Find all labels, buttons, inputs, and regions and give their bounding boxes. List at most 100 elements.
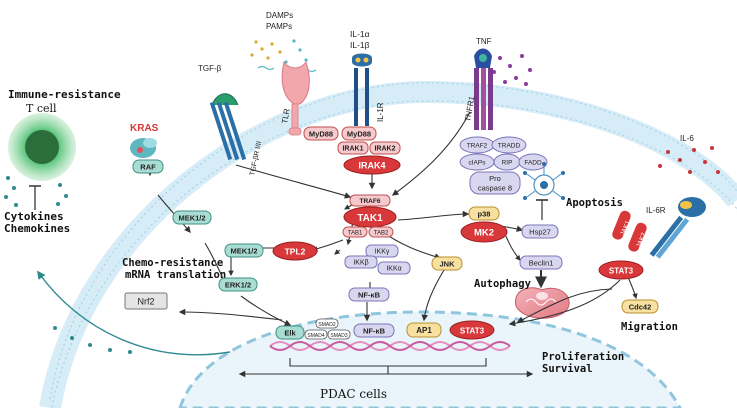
jnk-label: JNK bbox=[439, 260, 455, 269]
nuc-smad: SMAD2 SMAD4 SMAD3 bbox=[304, 318, 351, 340]
cdc42-label: Cdc42 bbox=[629, 303, 652, 312]
node-tak1: TAK1 bbox=[343, 206, 397, 228]
beclin1-label: Beclin1 bbox=[529, 259, 554, 268]
raf-label: RAF bbox=[140, 163, 156, 172]
il6-ligand: IL-6 bbox=[658, 134, 720, 174]
tgfb-ligand-label: TGF-β bbox=[198, 64, 222, 73]
pamps-label: PAMPs bbox=[266, 22, 292, 31]
il1a-label: IL-1α bbox=[350, 29, 370, 39]
signaling-arrows bbox=[147, 111, 638, 327]
migration-label: Migration bbox=[621, 321, 678, 333]
pro-label: Pro bbox=[489, 174, 501, 183]
mek-b-label: MEK1/2 bbox=[230, 247, 257, 256]
nuc-elk: Elk bbox=[275, 325, 305, 340]
irak1-label: IRAK1 bbox=[342, 146, 363, 153]
p38-label: p38 bbox=[478, 210, 491, 219]
caspase8-label: caspase 8 bbox=[478, 184, 512, 193]
autophagy-label: Autophagy bbox=[474, 278, 532, 290]
mek-a-label: MEK1/2 bbox=[178, 214, 205, 223]
pdac-cells-label: PDAC cells bbox=[320, 387, 387, 401]
node-traf6: TRAF6 bbox=[349, 194, 391, 207]
tlr-receptor: TLR bbox=[280, 60, 310, 136]
apoptotic-body bbox=[523, 162, 565, 200]
nuc-elk-label: Elk bbox=[284, 329, 296, 338]
tradd-label: TRADD bbox=[498, 143, 521, 150]
survival-label: Survival bbox=[542, 363, 593, 375]
hsp27-inhibition bbox=[536, 199, 548, 220]
tnfr1-receptor: TNFR1 bbox=[463, 48, 493, 130]
node-mek-b: MEK1/2 bbox=[224, 243, 264, 258]
nuc-stat3-label: STAT3 bbox=[460, 327, 485, 336]
erk-label: ERK1/2 bbox=[225, 281, 251, 290]
tab1-label: TAB1 bbox=[348, 231, 363, 237]
traf6-label: TRAF6 bbox=[360, 198, 381, 205]
cell-membrane bbox=[39, 80, 737, 413]
mk2-label: MK2 bbox=[474, 228, 494, 239]
cytokine-dots bbox=[4, 176, 132, 354]
node-ikkg: IKKγ bbox=[365, 244, 399, 258]
rip-label: RIP bbox=[502, 160, 513, 167]
tpl2-label: TPL2 bbox=[285, 247, 306, 257]
nuc-stat3: STAT3 bbox=[449, 320, 495, 340]
tab2-label: TAB2 bbox=[374, 231, 389, 237]
ikka-label: IKKα bbox=[386, 266, 401, 273]
kras: KRAS bbox=[130, 123, 159, 158]
irak2-label: IRAK2 bbox=[374, 146, 395, 153]
smad3-label: SMAD3 bbox=[330, 333, 347, 339]
tgfb-receptor: TGF-β TGF-βR I/II bbox=[198, 64, 263, 176]
node-p38: p38 bbox=[468, 206, 500, 221]
nfkb-cyto-label: NF-κB bbox=[358, 291, 381, 300]
cytokines-label: Cytokines bbox=[4, 210, 64, 223]
nuc-ap1-label: AP1 bbox=[416, 326, 432, 335]
node-mk2: MK2 bbox=[460, 221, 508, 243]
ciaps-label: cIAPs bbox=[469, 160, 487, 167]
il6-label: IL-6 bbox=[680, 134, 694, 143]
cytokine-release-arrow bbox=[37, 270, 231, 356]
node-ikka: IKKα bbox=[377, 261, 411, 275]
node-stat3: STAT3 bbox=[598, 260, 644, 280]
t-cell bbox=[8, 113, 76, 210]
chemo-resistance-label: Chemo-resistance bbox=[122, 257, 223, 269]
myd88-irak-complex: MyD88 MyD88 IRAK1 IRAK2 IRAK4 bbox=[303, 126, 401, 175]
nuc-nfkb: NF-κB bbox=[353, 323, 395, 338]
il1r-label: IL-1R bbox=[376, 102, 385, 122]
dna-strand bbox=[269, 341, 511, 351]
node-mek-a: MEK1/2 bbox=[172, 210, 212, 225]
nuc-ap1: AP1 bbox=[406, 322, 442, 338]
damps-label: DAMPs bbox=[266, 11, 293, 20]
smad4-label: SMAD4 bbox=[307, 333, 324, 339]
tak1-label: TAK1 bbox=[357, 213, 383, 224]
traf2-label: TRAF2 bbox=[467, 143, 488, 150]
irak4-label: IRAK4 bbox=[358, 161, 385, 171]
proliferation-label: Proliferation bbox=[542, 351, 624, 363]
autophagosome bbox=[514, 287, 570, 319]
node-jnk: JNK bbox=[431, 256, 463, 271]
node-raf: RAF bbox=[132, 159, 164, 174]
tnfr1-complex: TRAF2 TRADD cIAPs RIP FADD Pro caspase 8 bbox=[459, 136, 548, 195]
il1-receptor: IL-1α IL-1β IL-1R bbox=[350, 29, 385, 126]
node-tpl2: TPL2 bbox=[272, 241, 318, 261]
nrf2-label: Nrf2 bbox=[137, 297, 154, 307]
node-nfkb-cyto: NF-κB bbox=[348, 287, 390, 302]
chemokines-label: Chemokines bbox=[4, 222, 70, 235]
node-nrf2: Nrf2 bbox=[124, 292, 168, 310]
tlr-label: TLR bbox=[280, 108, 292, 125]
tnf-label: TNF bbox=[476, 37, 492, 46]
hsp27-label: Hsp27 bbox=[529, 228, 551, 237]
t-cell-label: T cell bbox=[26, 102, 57, 115]
smad2-label: SMAD2 bbox=[318, 322, 335, 328]
myd88-b-label: MyD88 bbox=[347, 130, 371, 139]
node-hsp27: Hsp27 bbox=[521, 224, 559, 239]
fadd-label: FADD bbox=[524, 160, 542, 167]
mrna-translation-label: mRNA translation bbox=[125, 269, 226, 281]
immune-resistance-label: Immune-resistance bbox=[8, 88, 121, 101]
kras-label: KRAS bbox=[130, 123, 159, 134]
il6r-label: IL-6R bbox=[646, 206, 666, 215]
myd88-a-label: MyD88 bbox=[309, 130, 333, 139]
stat3-label: STAT3 bbox=[609, 267, 634, 276]
nuc-nfkb-label: NF-κB bbox=[363, 327, 386, 336]
ikkg-label: IKKγ bbox=[375, 249, 390, 256]
ikkb-label: IKKβ bbox=[353, 260, 368, 267]
